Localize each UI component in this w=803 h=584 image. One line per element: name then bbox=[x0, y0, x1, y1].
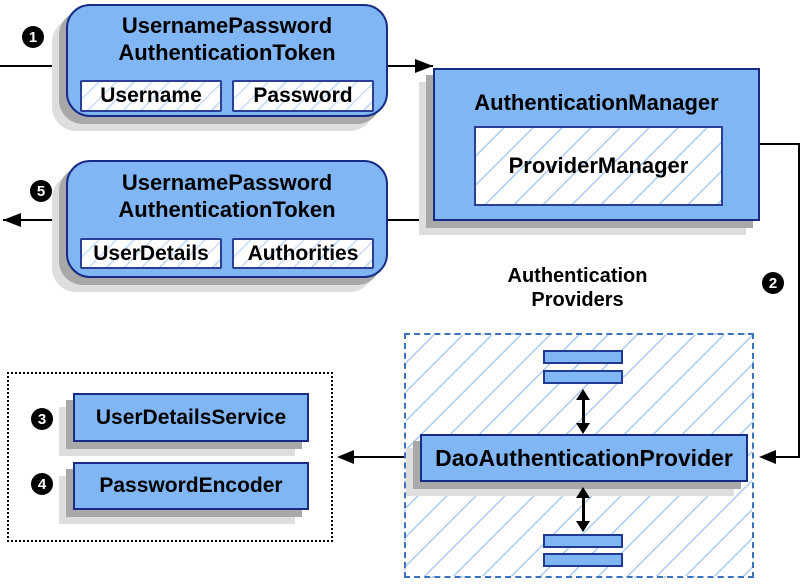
dao-authentication-provider-box: DaoAuthenticationProvider bbox=[420, 434, 748, 482]
providers-title-line1: Authentication bbox=[507, 265, 648, 287]
token-response-title-line2: AuthenticationToken bbox=[118, 197, 336, 222]
arrowhead-up-icon bbox=[576, 389, 590, 400]
providers-title-line2: Providers bbox=[531, 289, 624, 311]
arrowhead-up-icon bbox=[576, 487, 590, 498]
userdetails-field-box: UserDetails bbox=[80, 238, 222, 269]
response-arrowhead-icon bbox=[3, 213, 21, 227]
dao-to-services-line bbox=[350, 456, 419, 458]
username-field-box: Username bbox=[80, 80, 222, 112]
double-arrow-icon bbox=[575, 487, 591, 532]
authorities-field-box: Authorities bbox=[232, 238, 374, 269]
password-encoder-box: PasswordEncoder bbox=[73, 462, 309, 510]
manager-to-dao-arrowhead-icon bbox=[759, 450, 776, 464]
step-badge-3: 3 bbox=[31, 408, 53, 430]
arrow-shaft bbox=[581, 400, 585, 423]
password-field-box: Password bbox=[232, 80, 374, 112]
token-request-title-line2: AuthenticationToken bbox=[118, 40, 336, 65]
double-arrow-icon bbox=[575, 389, 591, 434]
dao-to-services-arrowhead-icon bbox=[337, 450, 354, 464]
manager-to-dao-line-bottom bbox=[774, 456, 800, 458]
manager-to-dao-line-vertical bbox=[798, 143, 800, 458]
arrowhead-down-icon bbox=[576, 521, 590, 532]
provider-list-bar bbox=[543, 553, 623, 567]
step-badge-1: 1 bbox=[22, 26, 44, 48]
token-request-box: UsernamePassword AuthenticationToken Use… bbox=[66, 4, 388, 117]
manager-to-dao-line-top bbox=[758, 143, 800, 145]
arrowhead-down-icon bbox=[576, 423, 590, 434]
provider-manager-box: ProviderManager bbox=[474, 126, 723, 206]
token-request-title-line1: UsernamePassword bbox=[121, 13, 333, 38]
step-badge-5: 5 bbox=[30, 180, 52, 202]
token-response-title-line1: UsernamePassword bbox=[121, 170, 333, 195]
authentication-manager-box: AuthenticationManager ProviderManager bbox=[433, 68, 760, 221]
provider-list-bar bbox=[543, 370, 623, 384]
step-badge-4: 4 bbox=[31, 473, 53, 495]
provider-list-bar bbox=[543, 350, 623, 364]
token-response-box: UsernamePassword AuthenticationToken Use… bbox=[66, 160, 388, 278]
authentication-manager-title: AuthenticationManager bbox=[474, 90, 719, 115]
request-arrowhead-icon bbox=[415, 59, 433, 73]
providers-dashed-box: DaoAuthenticationProvider bbox=[404, 333, 754, 578]
user-details-service-box: UserDetailsService bbox=[73, 393, 309, 442]
step-badge-2: 2 bbox=[762, 272, 784, 294]
arrow-shaft bbox=[581, 498, 585, 521]
providers-title: Authentication Providers bbox=[455, 264, 700, 312]
provider-list-bar bbox=[543, 534, 623, 548]
